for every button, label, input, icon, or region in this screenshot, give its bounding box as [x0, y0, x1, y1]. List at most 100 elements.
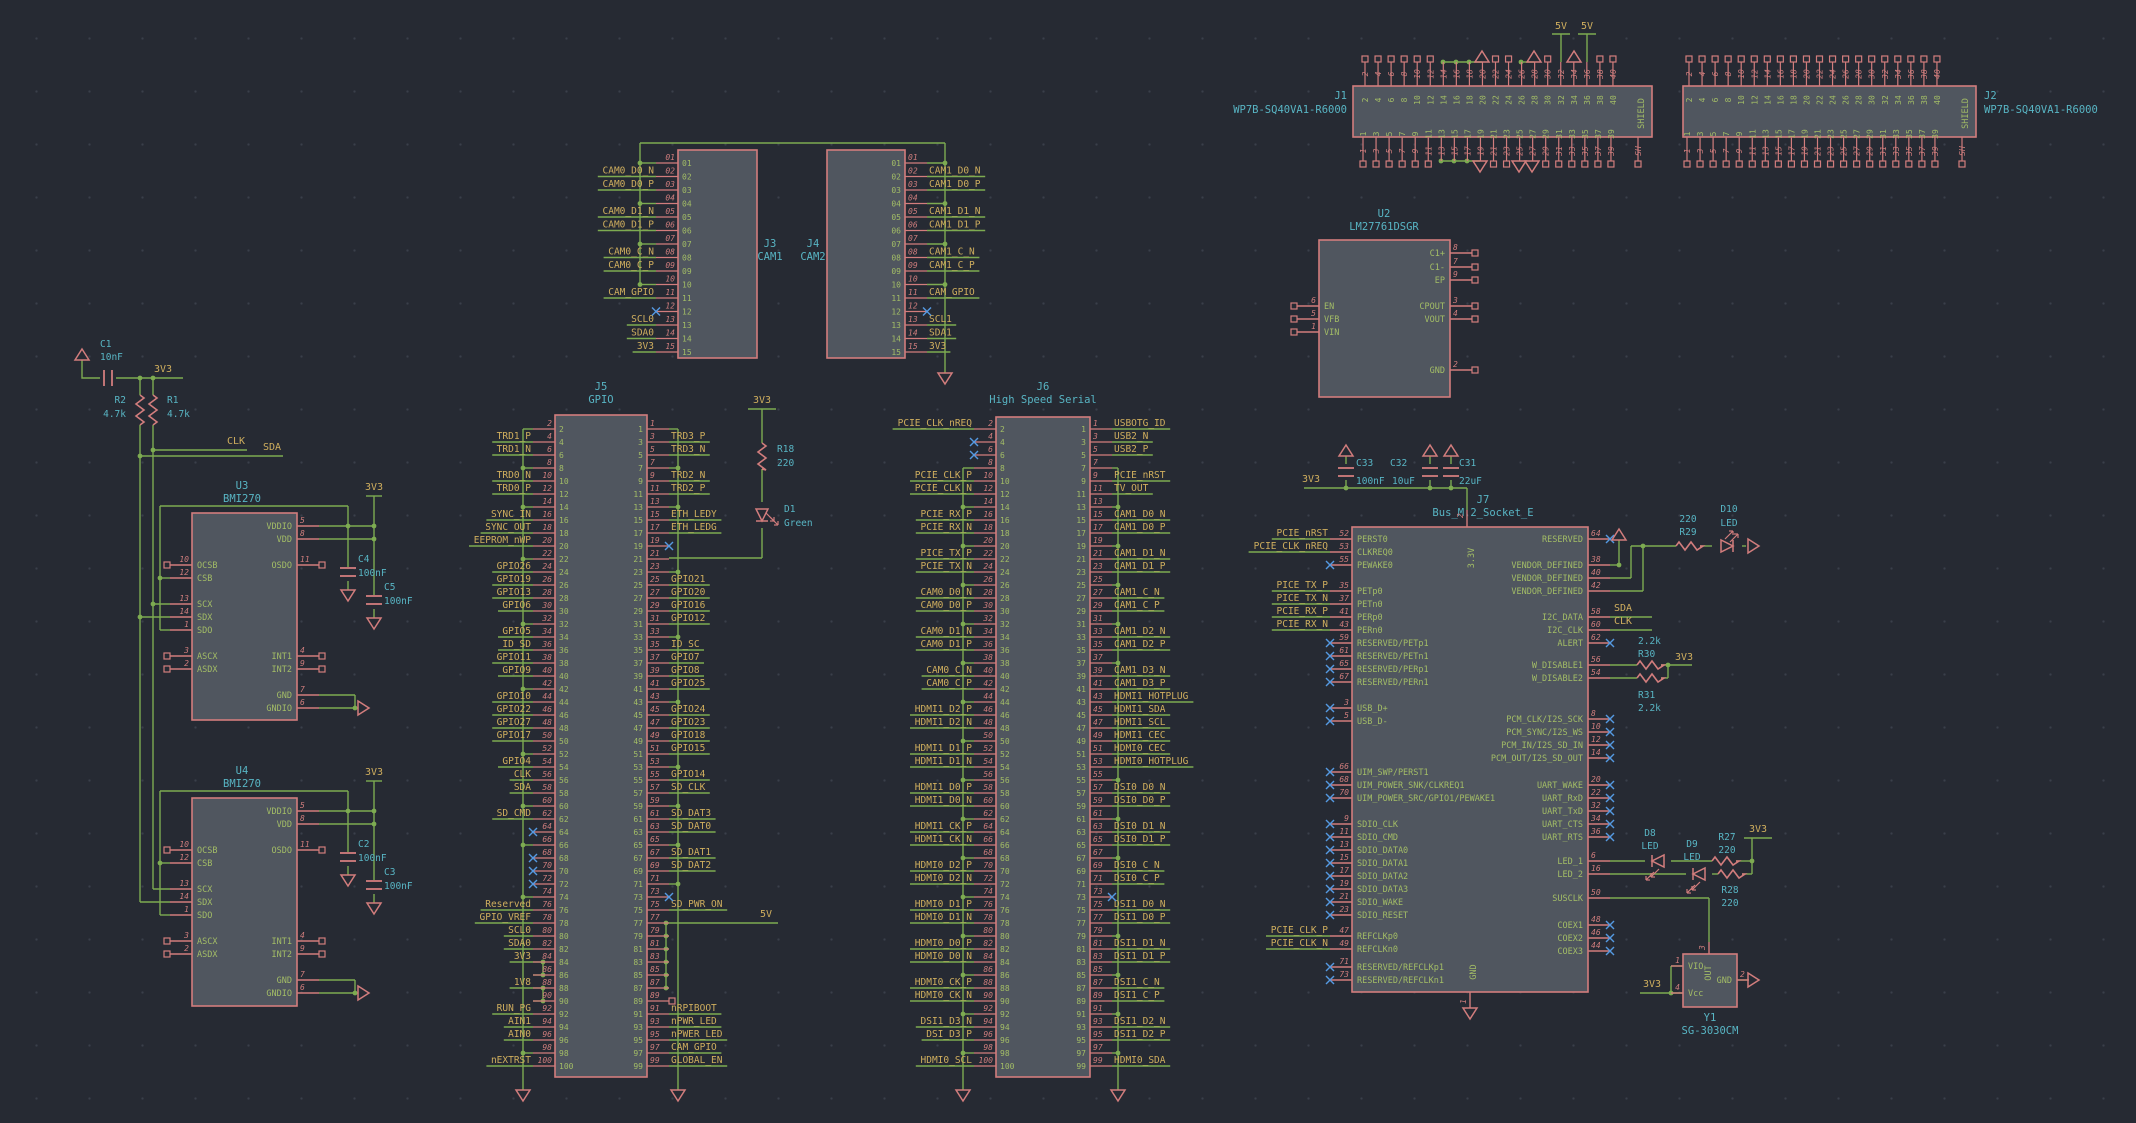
pin-j6-86[interactable]: 86 [983, 965, 993, 974]
pin-j3-10[interactable]: 10 [665, 275, 675, 284]
label-d9-led[interactable]: LED [1683, 852, 1700, 863]
net-label-gpio14[interactable]: GPIO14 [671, 769, 706, 780]
pin-j6-60[interactable]: 60 [983, 796, 993, 805]
label-c2-100nf[interactable]: 100nF [358, 853, 387, 864]
net-label-dsi0-d0-p[interactable]: DSI0_D0_P [1114, 795, 1166, 806]
body-u2[interactable] [1318, 239, 1451, 398]
pin-j5-54[interactable]: 54 [542, 757, 552, 766]
net-label-gpio11[interactable]: GPIO11 [497, 652, 532, 663]
pin-j5-47[interactable]: 47 [650, 718, 660, 727]
pin-j5-53[interactable]: 53 [650, 757, 660, 766]
pin-j6-95[interactable]: 95 [1093, 1030, 1103, 1039]
net-label-sd-dat0[interactable]: SD_DAT0 [671, 821, 711, 832]
pin-j5-100[interactable]: 100 [538, 1056, 553, 1065]
pin-j6-66[interactable]: 66 [983, 835, 993, 844]
pin-j6-46[interactable]: 46 [983, 705, 993, 714]
body-j7[interactable] [1351, 526, 1589, 993]
pin-j5-41[interactable]: 41 [650, 679, 660, 688]
pin-j7-16[interactable]: 16 [1591, 864, 1601, 873]
pin-j5-12[interactable]: 12 [542, 484, 552, 493]
pin-j6-27[interactable]: 27 [1093, 588, 1103, 597]
pin-j6-62[interactable]: 62 [983, 809, 993, 818]
pin-j7-1[interactable]: 1 [1459, 999, 1468, 1004]
pin-u4-12[interactable]: 12 [179, 853, 189, 862]
pin-u3-10[interactable]: 10 [179, 555, 189, 564]
net-label-gpio17[interactable]: GPIO17 [497, 730, 531, 741]
net-label-3v3[interactable]: 3V3 [929, 341, 946, 352]
label-r28-220[interactable]: 220 [1721, 898, 1738, 909]
pin-u2-5[interactable]: 5 [1311, 309, 1316, 318]
pin-j7-9[interactable]: 9 [1344, 814, 1349, 823]
net-label-sda1[interactable]: SDA1 [929, 328, 952, 339]
net-label-sd-clk[interactable]: SD_CLK [671, 782, 706, 793]
pin-j5-2[interactable]: 2 [547, 419, 552, 428]
net-label-gpio12[interactable]: GPIO12 [671, 613, 705, 624]
net-label-gpio19[interactable]: GPIO19 [497, 574, 532, 585]
pin-j1-34[interactable]: 34 [1570, 69, 1579, 80]
pin-j5-35[interactable]: 35 [649, 640, 660, 649]
body-j4[interactable] [826, 149, 906, 359]
net-label-dsi-d3-p[interactable]: DSI_D3_P [926, 1029, 972, 1040]
net-label-dsi0-d1-n[interactable]: DSI0_D1_N [1114, 821, 1166, 832]
body-j1[interactable] [1352, 85, 1653, 138]
pin-j6-54[interactable]: 54 [983, 757, 993, 766]
pin-j5-13[interactable]: 13 [650, 497, 660, 506]
pin-j7-38[interactable]: 38 [1590, 555, 1601, 564]
value-u3[interactable]: BMI270 [223, 493, 261, 505]
pin-j1-5[interactable]: 5 [1385, 148, 1394, 153]
power-label-3v3[interactable]: 3V3 [753, 395, 771, 406]
pin-j1-28[interactable]: 28 [1531, 69, 1540, 79]
net-label-dsi1-d3-n[interactable]: DSI1_D3_N [921, 1016, 973, 1027]
pin-j2-33[interactable]: 33 [1892, 146, 1901, 157]
pin-u3-12[interactable]: 12 [179, 568, 189, 577]
pin-j5-59[interactable]: 59 [650, 796, 660, 805]
pin-j3-12[interactable]: 12 [665, 302, 675, 311]
pin-j2-35[interactable]: 35 [1905, 146, 1914, 157]
pin-j6-93[interactable]: 93 [1093, 1017, 1103, 1026]
net-label-cam1-d2-n[interactable]: CAM1_D2_N [1114, 626, 1166, 637]
pin-j6-74[interactable]: 74 [983, 887, 993, 896]
pin-j4-8[interactable]: 08 [908, 248, 918, 257]
net-label-pcie-clk-n[interactable]: PCIE_CLK_N [1271, 938, 1328, 949]
pin-j2-38[interactable]: 38 [1920, 69, 1929, 80]
pin-j2-2[interactable]: 2 [1685, 71, 1694, 76]
pin-j1-8[interactable]: 8 [1400, 71, 1409, 76]
value-j6[interactable]: High Speed Serial [989, 394, 1096, 406]
pin-j5-38[interactable]: 38 [541, 653, 552, 662]
pin-j3-1[interactable]: 01 [665, 153, 675, 162]
pin-j5-66[interactable]: 66 [542, 835, 552, 844]
net-label-trd3-n[interactable]: TRD3_N [671, 444, 706, 455]
pin-j1-7[interactable]: 7 [1398, 148, 1407, 153]
component-U3[interactable]: U3BMI27010OCSB12CSB13SCX14SDX1SDO3ASCX2A… [170, 480, 319, 721]
net-label-eeprom-nwp[interactable]: EEPROM_nWP [474, 535, 531, 546]
component-J4[interactable]: J4CAM20101020203030404050506060707080809… [800, 149, 927, 359]
net-label-gpio8[interactable]: GPIO8 [671, 665, 700, 676]
pin-j6-48[interactable]: 48 [983, 718, 993, 727]
pin-u4-10[interactable]: 10 [179, 840, 189, 849]
pin-j1-15[interactable]: 15 [1450, 146, 1459, 156]
pin-j6-4[interactable]: 4 [988, 432, 993, 441]
pin-j5-64[interactable]: 64 [542, 822, 552, 831]
pin-j4-4[interactable]: 04 [908, 194, 918, 203]
net-label-cam1-c-n[interactable]: CAM1_C_N [1114, 587, 1160, 598]
pin-j2-3[interactable]: 3 [1696, 148, 1705, 154]
pin-j7-58[interactable]: 58 [1591, 607, 1601, 616]
pin-u3-9[interactable]: 9 [300, 659, 305, 668]
pin-j3-15[interactable]: 15 [665, 342, 675, 351]
net-label-hdmi0-d0-n[interactable]: HDMI0_D0_N [915, 951, 972, 962]
net-label-gpio26[interactable]: GPIO26 [497, 561, 532, 572]
pin-j6-20[interactable]: 20 [983, 536, 993, 545]
net-label-sda[interactable]: SDA [263, 442, 281, 453]
pin-j5-24[interactable]: 24 [542, 562, 552, 571]
label-c4-100nf[interactable]: 100nF [358, 568, 387, 579]
pin-j2-20[interactable]: 20 [1802, 69, 1811, 79]
pin-j6-1[interactable]: 1 [1093, 419, 1098, 428]
pin-u4-13[interactable]: 13 [179, 879, 189, 888]
net-label-gpio15[interactable]: GPIO15 [671, 743, 705, 754]
pin-j6-58[interactable]: 58 [983, 783, 993, 792]
pin-j5-40[interactable]: 40 [542, 666, 552, 675]
net-label-gpio18[interactable]: GPIO18 [671, 730, 706, 741]
